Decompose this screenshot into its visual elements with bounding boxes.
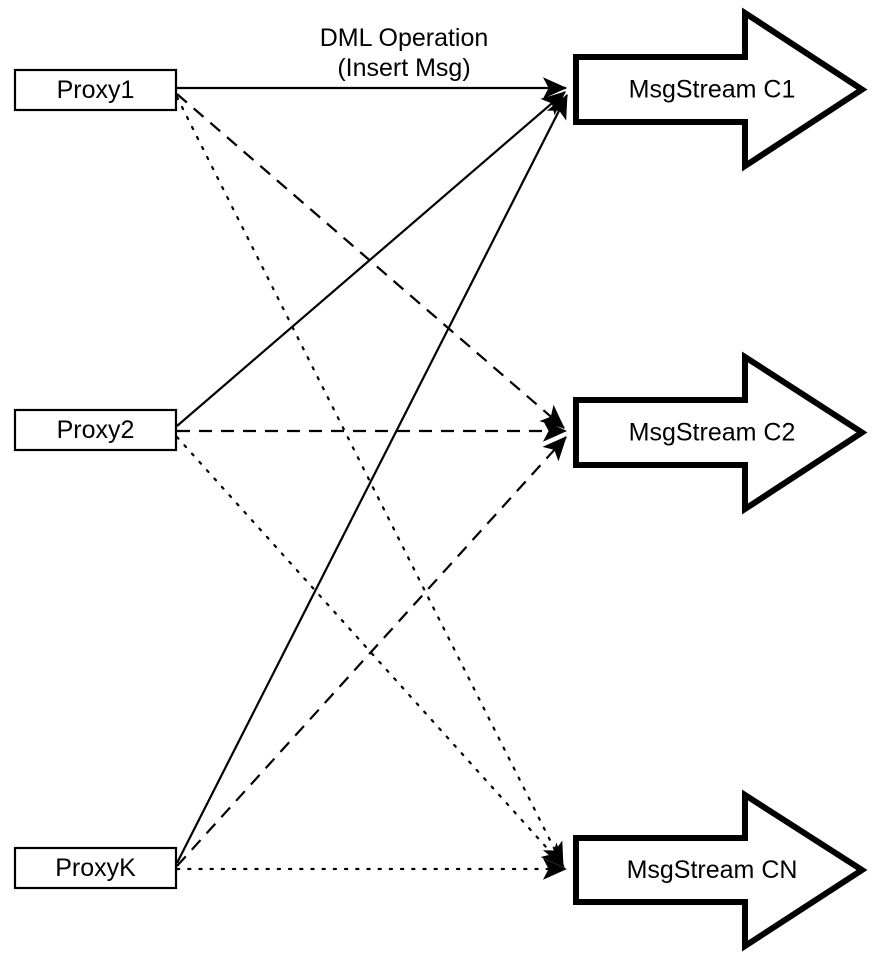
stream-node-c2[interactable]: MsgStream C2 [573, 351, 868, 515]
stream-label-c2: MsgStream C2 [629, 419, 796, 447]
edges-layer [175, 77, 568, 880]
stream-node-c1[interactable]: MsgStream C1 [573, 7, 868, 172]
proxy-node-2[interactable]: Proxy2 [13, 408, 178, 452]
proxy-label-1: Proxy1 [57, 76, 135, 104]
dml-operation-label-line1: DML Operation [320, 24, 489, 52]
edge-proxy2-to-stream-cn[interactable] [175, 435, 566, 869]
proxies-layer: Proxy1 Proxy2 ProxyK [13, 68, 178, 890]
edge-proxy1-to-stream-c2[interactable] [176, 93, 565, 429]
block-arrow-icon [573, 789, 868, 952]
proxy-label-k: ProxyK [55, 854, 136, 882]
annotations-layer: DML Operation (Insert Msg) [320, 24, 489, 82]
proxy-box [13, 846, 178, 890]
proxy-box [13, 408, 178, 452]
edge-proxyk-to-stream-c1[interactable] [176, 94, 568, 864]
proxy-node-k[interactable]: ProxyK [13, 846, 178, 890]
proxy-node-1[interactable]: Proxy1 [13, 68, 178, 112]
stream-label-c1: MsgStream C1 [629, 76, 796, 104]
proxy-box [13, 68, 178, 112]
stream-node-cn[interactable]: MsgStream CN [573, 789, 868, 952]
proxy-label-2: Proxy2 [57, 416, 135, 444]
edge-proxy2-to-stream-c1[interactable] [176, 91, 566, 427]
edge-proxyk-to-stream-c2[interactable] [176, 436, 567, 867]
block-arrow-icon [573, 351, 868, 515]
dml-operation-label-line2: (Insert Msg) [337, 54, 470, 82]
edge-proxy1-to-stream-cn[interactable] [175, 95, 565, 868]
stream-label-cn: MsgStream CN [627, 856, 798, 884]
block-arrow-icon [573, 7, 868, 172]
streams-layer: MsgStream C1 MsgStream C2 MsgStream CN [573, 7, 868, 952]
